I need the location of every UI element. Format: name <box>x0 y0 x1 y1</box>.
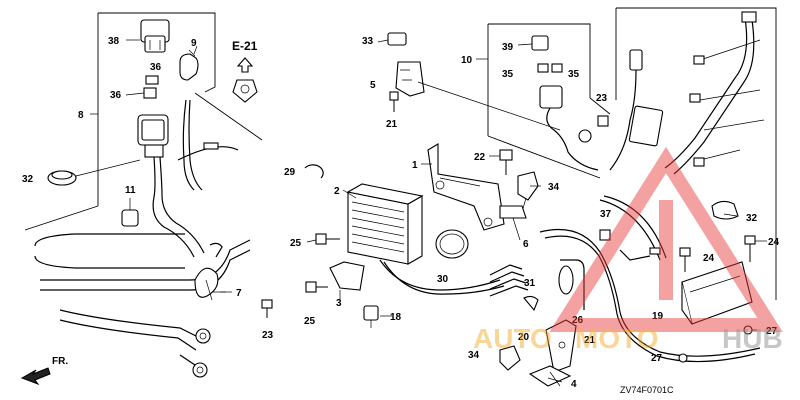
sensor-connectors-part <box>531 35 599 171</box>
callout-31: 31 <box>524 278 536 289</box>
callout-29: 29 <box>284 167 296 178</box>
regulator-bracket-part <box>329 261 365 291</box>
spacer-part <box>121 198 139 227</box>
callout-3: 3 <box>336 298 342 309</box>
callout-2: 2 <box>334 186 340 197</box>
bolt-25-upper-part <box>315 233 340 245</box>
callout-38: 38 <box>108 36 120 47</box>
bolt-37-part <box>599 229 611 241</box>
cable-clamp-part <box>194 267 232 301</box>
callout-10: 10 <box>461 55 473 66</box>
callout-32b: 32 <box>746 213 758 224</box>
callout-5: 5 <box>370 80 376 91</box>
callout-39: 39 <box>502 42 514 53</box>
callout-4: 4 <box>571 379 577 390</box>
callout-23a: 23 <box>262 330 274 341</box>
regulator-rectifier-part <box>346 183 505 295</box>
callout-6: 6 <box>523 239 529 250</box>
snap-ring-part <box>304 164 324 179</box>
main-harness-connector <box>137 99 239 258</box>
bracket-20-part <box>545 319 577 373</box>
callout-36b: 36 <box>110 90 122 101</box>
sensor-group-frame <box>487 23 611 179</box>
o-ring-part <box>435 229 469 259</box>
bracket-4-part <box>528 365 572 387</box>
reference-label: E-21 <box>232 39 258 53</box>
callout-24b: 24 <box>703 253 715 264</box>
callout-27a: 27 <box>766 326 778 337</box>
control-box-part <box>681 261 753 325</box>
callout-numbers: 38 9 36 36 8 32 11 7 23 33 5 21 39 10 35… <box>22 36 780 390</box>
right-harness-frame <box>609 7 777 300</box>
callout-34b: 34 <box>468 350 480 361</box>
front-direction-arrow: FR. <box>20 356 68 386</box>
callout-21b: 21 <box>584 335 596 346</box>
callout-24a: 24 <box>768 237 780 248</box>
grommet-6-part <box>499 205 527 241</box>
callout-25a: 25 <box>290 238 302 249</box>
callout-35a: 35 <box>502 69 514 80</box>
callout-9: 9 <box>191 38 197 49</box>
callout-35b: 35 <box>568 69 580 80</box>
callout-33: 33 <box>362 36 374 47</box>
callout-19: 19 <box>652 311 664 322</box>
harness-group-frame <box>24 12 263 231</box>
main-harness-right <box>539 195 761 363</box>
mounting-bracket-part <box>427 143 505 231</box>
watermark-text-b: MOTO <box>575 323 658 354</box>
grommet-left-part <box>47 159 141 186</box>
clip-18-part <box>363 305 379 328</box>
front-direction-label: FR. <box>52 356 68 367</box>
wire-clip-lower-part <box>499 345 521 371</box>
callout-37: 37 <box>600 209 612 220</box>
bolt-25-lower-part <box>305 281 328 293</box>
callout-36a: 36 <box>150 62 162 73</box>
callout-18: 18 <box>390 312 402 323</box>
callout-25b: 25 <box>304 316 316 327</box>
callout-8: 8 <box>78 110 84 121</box>
callout-26: 26 <box>572 315 584 326</box>
bolt-left-part <box>261 299 273 318</box>
watermark-triangle <box>549 146 783 332</box>
callout-22: 22 <box>474 152 486 163</box>
callout-11: 11 <box>125 185 136 196</box>
bolt-23-right-part <box>597 115 609 127</box>
callout-1: 1 <box>412 160 418 171</box>
wire-clip-upper-part <box>517 171 539 213</box>
watermark-text-c: HUB <box>722 323 783 354</box>
callout-20: 20 <box>518 332 530 343</box>
wire-bundle-31-part <box>489 264 539 312</box>
rubber-boot-part <box>179 49 199 81</box>
leader-lines <box>90 39 767 383</box>
relay-connector-part <box>140 19 170 53</box>
fuse-part <box>143 75 159 99</box>
bolt-22-part <box>499 149 513 175</box>
callout-23b: 23 <box>596 93 608 104</box>
callout-7: 7 <box>236 288 242 299</box>
watermark: AUTO MOTO HUB <box>473 146 783 354</box>
callout-27b: 27 <box>651 353 663 364</box>
grommet-right-part <box>711 200 739 220</box>
watermark-text-a: AUTO <box>473 323 552 354</box>
callout-21a: 21 <box>386 119 398 130</box>
callout-32a: 32 <box>22 174 34 185</box>
reference-e21 <box>232 57 258 103</box>
bracket-clip-group <box>377 32 561 131</box>
callout-30: 30 <box>437 274 449 285</box>
diagram-code: ZV74F0701C <box>620 385 674 395</box>
callout-34a: 34 <box>548 182 560 193</box>
bolt-24-part <box>679 235 756 272</box>
